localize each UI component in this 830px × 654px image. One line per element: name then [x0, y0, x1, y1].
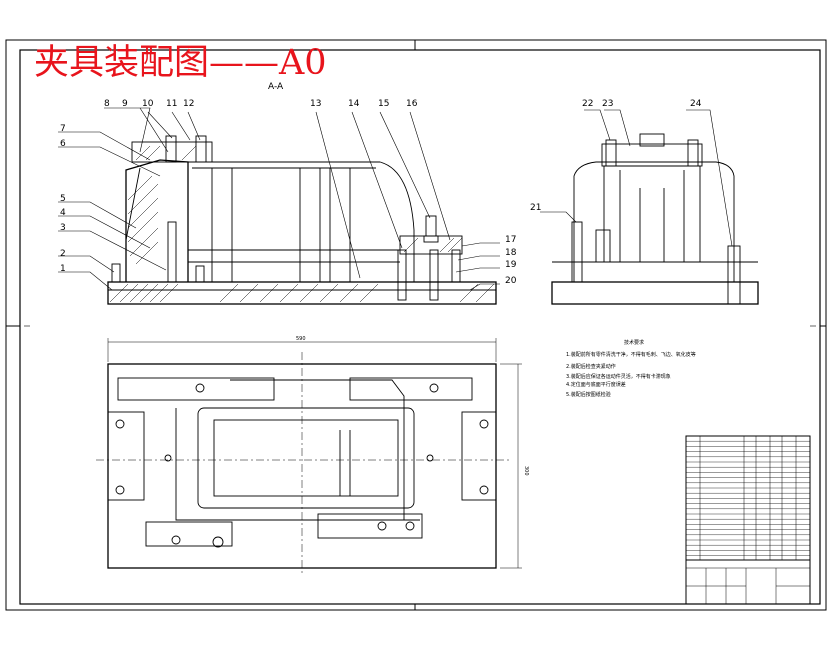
- part-number: 4: [60, 208, 66, 218]
- part-number: 10: [142, 99, 154, 109]
- part-number: 16: [406, 99, 418, 109]
- part-number: 14: [348, 99, 360, 109]
- part-number: 19: [505, 260, 517, 270]
- drawing-frame: [5, 39, 827, 611]
- part-number: 5: [60, 194, 66, 204]
- parts-list-table: [685, 435, 811, 605]
- part-number: 7: [60, 124, 66, 134]
- note-line: 1.装配前所有零件清洗干净，不得有毛刺、飞边、氧化皮等: [566, 351, 696, 358]
- parts-list-rows: [686, 441, 810, 556]
- part-number: 11: [166, 99, 177, 109]
- part-number: 23: [602, 99, 613, 109]
- plan-height-dimension: 300: [523, 466, 529, 476]
- part-number: 21: [530, 203, 541, 213]
- part-number: 3: [60, 223, 66, 233]
- plan-width-dimension: 590: [296, 336, 306, 342]
- part-number: 8: [104, 99, 110, 109]
- section-label: A-A: [268, 82, 284, 92]
- part-number: 22: [582, 99, 593, 109]
- note-line: 4.定位面与底面平行度误差: [566, 381, 626, 388]
- part-number: 20: [505, 276, 517, 286]
- dimension-lines: [96, 338, 522, 576]
- front-section-view: [107, 135, 497, 305]
- technical-notes: 技术要求 1.装配前所有零件清洗干净，不得有毛刺、飞边、氧化皮等 2.装配后检查…: [566, 339, 696, 398]
- part-number: 13: [310, 99, 321, 109]
- part-number: 18: [505, 248, 517, 258]
- part-number: 2: [60, 249, 66, 259]
- part-number: 1: [60, 264, 66, 274]
- note-line: 5.装配后按图纸检验: [566, 391, 611, 398]
- side-view: [551, 133, 759, 305]
- part-numbers-front: 1 2 3 4 5 6 7 8 9 10 11 12 13 14 15 16 1…: [60, 99, 517, 286]
- part-number: 6: [60, 139, 66, 149]
- part-number: 24: [690, 99, 702, 109]
- note-line: 2.装配后检查夹紧动作: [566, 363, 616, 370]
- drawing-title: 夹具装配图——A0: [34, 43, 327, 83]
- note-line: 3.装配后应保证各运动件灵活，不得有卡滞现象: [566, 373, 671, 380]
- leader-lines: [58, 107, 500, 291]
- side-view-leaders: [540, 109, 733, 247]
- section-hatching: [109, 145, 495, 303]
- part-number: 17: [505, 235, 516, 245]
- notes-heading: 技术要求: [624, 339, 644, 346]
- part-numbers-side: 21 22 23 24: [530, 99, 702, 213]
- part-number: 9: [122, 99, 128, 109]
- part-number: 12: [183, 99, 194, 109]
- part-number: 15: [378, 99, 389, 109]
